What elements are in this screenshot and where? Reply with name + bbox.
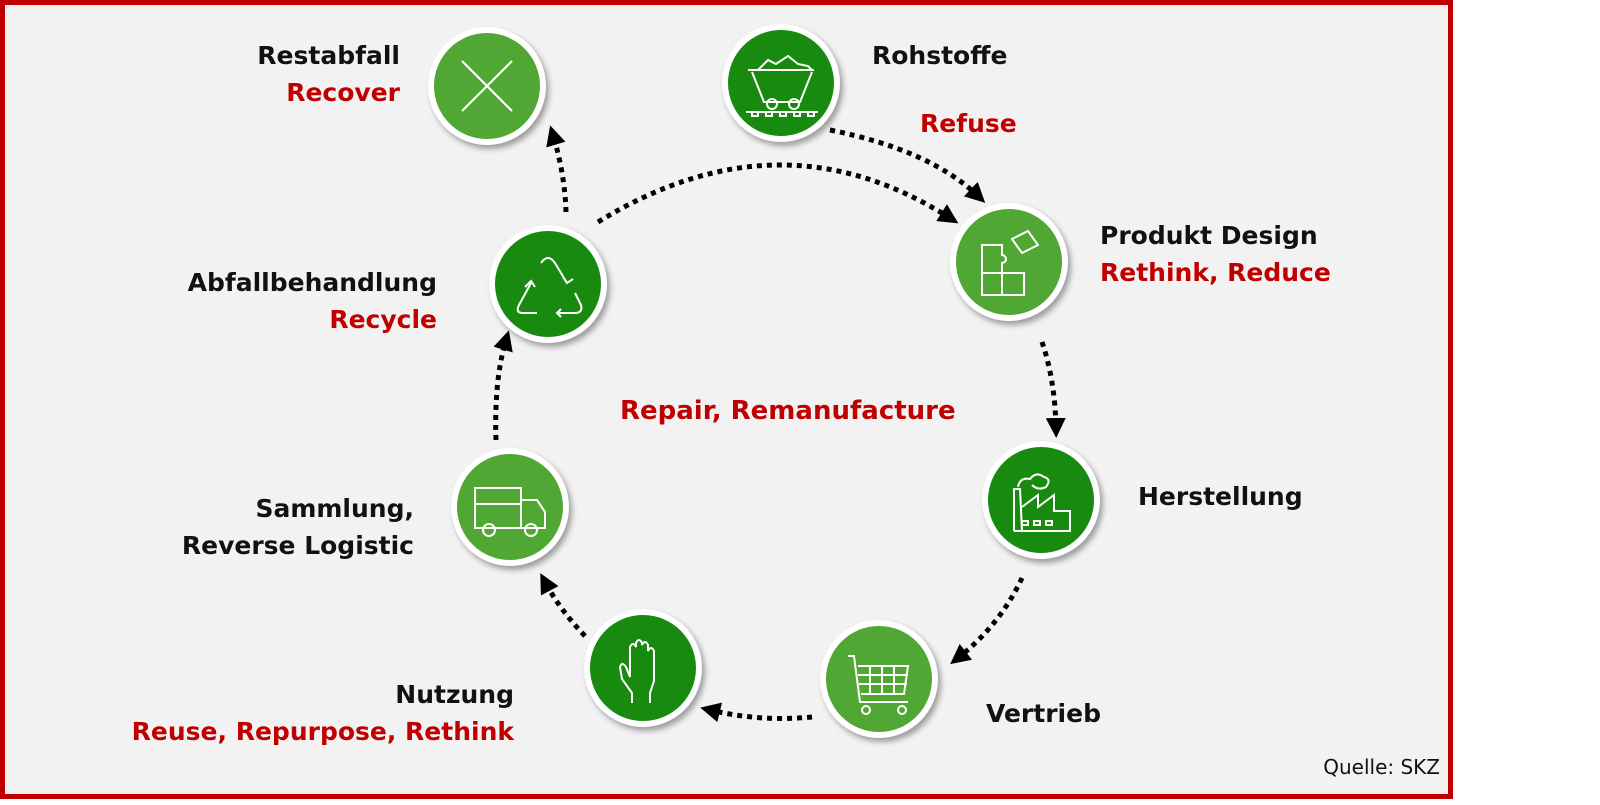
source-label: Quelle: SKZ [1323,755,1440,779]
abfallbehandlung-r-label: Recycle [329,305,437,334]
nutzung-r-label: Reuse, Repurpose, Rethink [131,717,514,746]
herstellung-label: Herstellung [1138,478,1303,515]
abfallbehandlung-node [489,225,607,343]
abfallbehandlung-label: Abfallbehandlung Recycle [188,264,437,338]
abfallbehandlung-title: Abfallbehandlung [187,268,437,297]
restabfall-label: Restabfall Recover [257,37,400,111]
produkt-design-label: Produkt Design Rethink, Reduce [1100,217,1331,291]
nutzung-node [584,609,702,727]
arrow-recycle-to-design [596,162,959,225]
vertrieb-label: Vertrieb [986,695,1101,732]
nutzung-title: Nutzung [395,680,514,709]
sammlung-title-2: Reverse Logistic [181,531,414,560]
vertrieb-title: Vertrieb [986,699,1101,728]
arrow-recycle-to-restabfall [546,125,569,213]
x-cross-icon [461,60,513,112]
produkt-design-title: Produkt Design [1100,221,1318,250]
produkt-design-node [950,203,1068,321]
recycle-icon [516,257,583,318]
restabfall-node [428,27,546,145]
vertrieb-node [820,620,938,738]
refuse-label: Refuse [920,109,1017,138]
center-label: Repair, Remanufacture [620,396,956,426]
rohstoffe-label: Rohstoffe [872,37,1007,74]
arrow-design-to-herstellung [1039,341,1066,438]
arrow-sammlung-to-recycle [493,330,513,441]
rohstoffe-node [722,24,840,142]
sammlung-label: Sammlung, Reverse Logistic [182,490,414,564]
nutzung-label: Nutzung Reuse, Repurpose, Rethink [132,676,514,750]
arrow-vertrieb-to-nutzung [700,702,813,723]
rohstoffe-title: Rohstoffe [872,41,1008,70]
hand-icon [618,639,655,703]
produkt-design-r-label: Rethink, Reduce [1100,258,1331,287]
truck-icon [474,487,546,537]
arrow-nutzung-to-sammlung [540,573,587,638]
sammlung-node [451,448,569,566]
factory-icon [1013,473,1071,532]
sammlung-title: Sammlung, [255,494,414,523]
restabfall-title: Restabfall [257,41,400,70]
diagram-frame [0,0,1453,799]
herstellung-title: Herstellung [1138,482,1303,511]
mine-cart-icon [746,54,818,117]
arrow-herstellung-to-vertrieb [950,576,1025,665]
shopping-cart-icon [848,655,910,715]
herstellung-node [982,441,1100,559]
restabfall-r-label: Recover [286,78,400,107]
arrow-rohstoffe-to-design [829,127,986,203]
puzzle-icon [981,229,1040,296]
